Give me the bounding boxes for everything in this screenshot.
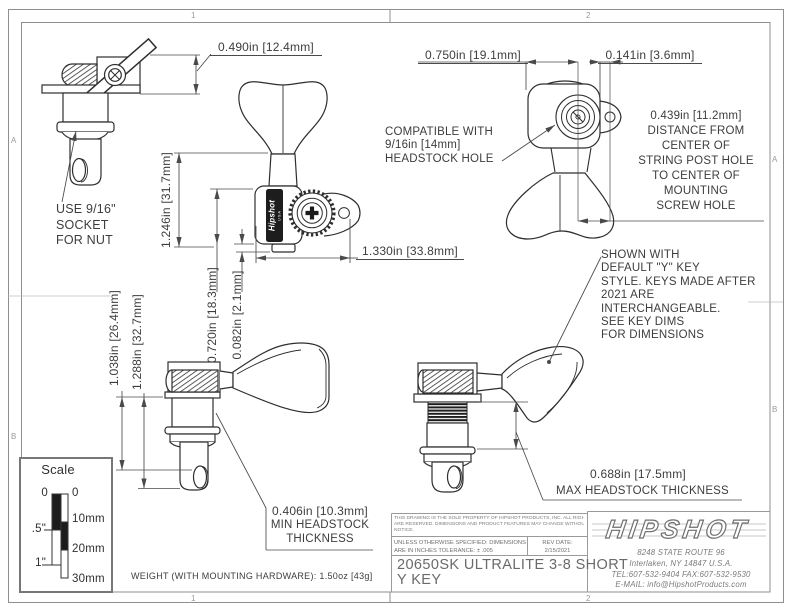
dim-post-length-side-2: 1.288in [32.7mm] [130,294,144,390]
scale-mm-0: 0 [72,487,79,499]
dimension-lines [61,53,764,551]
dim-gear-housing-height: 0.720in [18.3mm] [205,267,219,363]
note-screw-distance-line3: CENTER OF [661,140,731,152]
view-side-key-right [413,345,584,493]
note-key-style-line5: INTERCHANGEABLE. [601,302,721,315]
note-key-style: SHOWN WITH DEFAULT "Y" KEY STYLE. KEYS M… [601,249,756,343]
note-key-style-line2: DEFAULT "Y" KEY [601,262,700,275]
part-brand-origin: USA [276,209,281,221]
view-front [238,81,361,253]
zone-label-col1-bottom: 1 [191,594,196,603]
scale-inch-0: 0 [41,487,48,499]
note-compatible-line1: COMPATIBLE WITH [385,126,493,138]
zone-label-rowA-right: A [772,155,778,164]
spec-line2: ARE IN INCHES TOLERANCE: ± .005 [394,548,493,554]
zone-label-rowA-left: A [11,136,17,145]
dim-edge-to-screw-hole: 0.141in [3.6mm] [598,45,702,64]
zone-label-rowB-right: B [772,405,778,414]
scale-mm-10: 10mm [72,513,105,525]
company-address: 8248 STATE ROUTE 96 Interlaken, NY 14847… [596,548,766,591]
part-number-line1: 20650SK ULTRALITE 3-8 SHORT [397,557,629,573]
dim-plate-thickness: 0.082in [2.1mm] [230,270,244,360]
note-screw-distance-line7: SCREW HOLE [656,200,736,212]
note-socket: USE 9/16" SOCKET FOR NUT [56,202,116,249]
dim-min-headstock: 0.406in [10.3mm] [272,504,368,518]
note-socket-line1: USE 9/16" [56,202,116,216]
note-screw-distance-line4: STRING POST HOLE [638,155,754,167]
zone-label-col2-bottom: 2 [586,594,591,603]
note-weight: WEIGHT (WITH MOUNTING HARDWARE): 1.50oz … [131,571,373,581]
zone-label-rowB-left: B [11,432,17,441]
note-min-headstock-line1: MIN HEADSTOCK [270,519,370,531]
address-line3: TEL:607-532-9404 FAX:607-532-9530 [611,569,751,579]
legal-line2: ARE RESERVED. DIMENSIONS AND PRODUCT FEA… [394,522,584,527]
dim-max-headstock: 0.688in [17.5mm] [590,467,686,481]
legal-line1: THIS DRAWING IS THE SOLE PROPERTY OF HIP… [394,516,584,521]
note-compatible-line2: 9/16in [14mm] [385,139,461,152]
note-key-style-line1: SHOWN WITH [601,249,680,261]
note-key-style-line6: SEE KEY DIMS [601,316,685,329]
note-screw-distance-line1: 0.439in [11.2mm] [650,110,742,122]
scale-mm-20: 20mm [72,543,105,555]
rev-date-value: 2/15/2021 [544,548,571,554]
note-screw-distance-line2: DISTANCE FROM [647,125,745,137]
hipshot-logo: HIPSHOT [604,513,753,544]
note-max-headstock: MAX HEADSTOCK THICKNESS [556,485,729,497]
dim-post-length: 1.246in [31.7mm] [159,152,173,248]
scale-inch-1: 1" [35,557,46,569]
note-min-headstock-line2: THICKNESS [286,533,354,545]
zone-label-col2-top: 2 [586,11,591,20]
spec-line1: UNLESS OTHERWISE SPECIFIED: DIMENSIONS [394,540,526,546]
part-number-line2: Y KEY [397,572,442,588]
rev-date-label: REV DATE: [542,540,573,546]
part-brand-name: Hipshot [267,199,276,231]
view-top [505,80,622,240]
dim-post-length-side-1: 1.038in [26.4mm] [107,290,121,386]
scale-inch-half: .5" [31,523,46,535]
address-line1: 8248 STATE ROUTE 96 [637,548,725,557]
dim-key-thickness: 0.490in [12.4mm] [210,38,322,56]
note-compatible-line3: HEADSTOCK HOLE [385,152,494,165]
title-block-grid [391,511,770,592]
scale-ruler [19,457,113,593]
border-frame [8,9,784,603]
part-brand-marking: Hipshot USA [265,188,284,242]
note-screw-hole-distance: 0.439in [11.2mm] DISTANCE FROM CENTER OF… [622,109,770,214]
legal-line3: NOTICE. [394,528,414,533]
note-compatible: COMPATIBLE WITH 9/16in [14mm] HEADSTOCK … [385,126,494,166]
scale-title: Scale [41,462,75,477]
note-socket-line2: SOCKET [56,217,109,232]
zone-label-col1-top: 1 [191,11,196,20]
address-line4: E-MAIL: info@HipshotProducts.com [615,580,747,590]
note-key-style-line4: 2021 ARE [601,289,655,302]
dim-body-width: 1.330in [33.8mm] [356,241,464,260]
view-side-key-left [164,342,330,491]
scale-mm-30: 30mm [72,573,105,585]
note-screw-distance-line6: MOUNTING [663,185,729,197]
note-key-style-line7: FOR DIMENSIONS [601,329,705,342]
note-socket-line3: FOR NUT [56,233,113,247]
dim-body-front-width: 0.750in [19.1mm] [418,45,528,64]
view-post-side [41,37,158,186]
note-screw-distance-line5: TO CENTER OF [652,170,740,182]
address-line2: Interlaken, NY 14847 U.S.A. [629,558,733,568]
note-key-style-line3: STYLE. KEYS MADE AFTER [601,275,756,288]
